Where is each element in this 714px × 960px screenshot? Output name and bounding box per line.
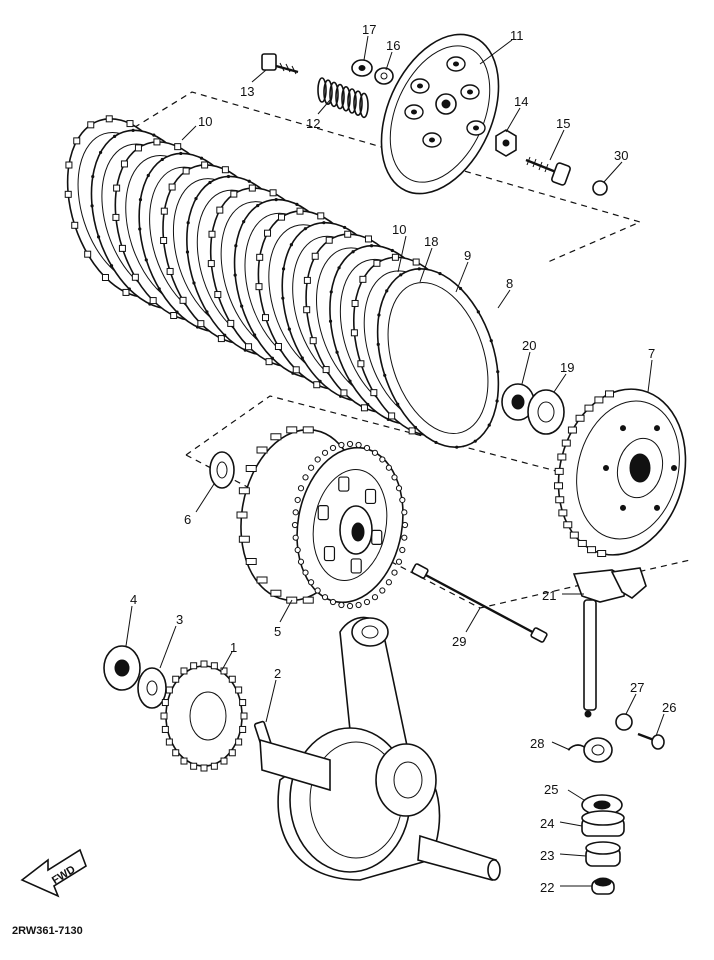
label-3: 3 [176,612,183,627]
label-1: 1 [230,640,237,655]
label-29: 29 [452,634,466,649]
label-7: 7 [648,346,655,361]
label-21: 21 [542,588,556,603]
label-12: 12 [306,116,320,131]
thrust-washer [209,451,235,489]
label-28: 28 [530,736,544,751]
label-9: 9 [464,248,471,263]
label-19: 19 [560,360,574,375]
diagram-code: 2RW361-7130 [12,925,83,937]
label-15: 15 [556,116,570,131]
label-18: 18 [424,234,438,249]
clutch-housing [554,388,687,558]
lock-washer [137,667,167,709]
label-24: 24 [540,816,554,831]
forward-arrow-icon: FWD [20,848,87,898]
label-17: 17 [362,22,376,37]
spring-bolt [261,53,299,75]
clutch-spring [317,77,369,119]
label-25: 25 [544,782,558,797]
cap [591,877,615,895]
adjusting-nut [495,129,517,157]
label-11: 11 [510,28,524,43]
label-10-mid: 10 [392,222,406,237]
label-6: 6 [184,512,191,527]
thrust-bearing [501,383,535,421]
steel-plate [376,267,500,449]
label-26: 26 [662,700,676,715]
label-27: 27 [630,680,644,695]
label-2: 2 [274,666,281,681]
pressure-plate [380,33,500,195]
oil-seal [581,794,623,816]
clutch-boss [236,426,409,610]
push-rod [411,563,548,643]
label-30: 30 [614,148,628,163]
bush [585,841,621,867]
clutch-plate-stack [64,115,500,449]
lock-nut [351,59,373,77]
label-23: 23 [540,848,554,863]
washer [374,67,394,85]
label-14: 14 [514,94,528,109]
return-spring [567,737,613,763]
part-labels: 17 16 11 13 12 10 14 15 30 10 18 9 8 20 … [12,22,676,937]
washer [615,713,633,731]
label-16: 16 [386,38,400,53]
bearing [581,810,625,837]
nut [103,645,141,691]
leader-lines [125,35,665,887]
crankshaft [259,616,501,881]
thrust-plate [527,389,565,435]
label-4: 4 [130,592,137,607]
label-13: 13 [240,84,254,99]
label-10-top: 10 [198,114,212,129]
label-22: 22 [540,880,554,895]
screw [637,732,665,750]
push-lever-shaft [572,567,647,718]
label-20: 20 [522,338,536,353]
adjusting-screw [525,156,571,186]
label-8: 8 [506,276,513,291]
primary-drive-gear [160,660,248,772]
steel-ball [592,180,608,196]
label-5: 5 [274,624,281,639]
